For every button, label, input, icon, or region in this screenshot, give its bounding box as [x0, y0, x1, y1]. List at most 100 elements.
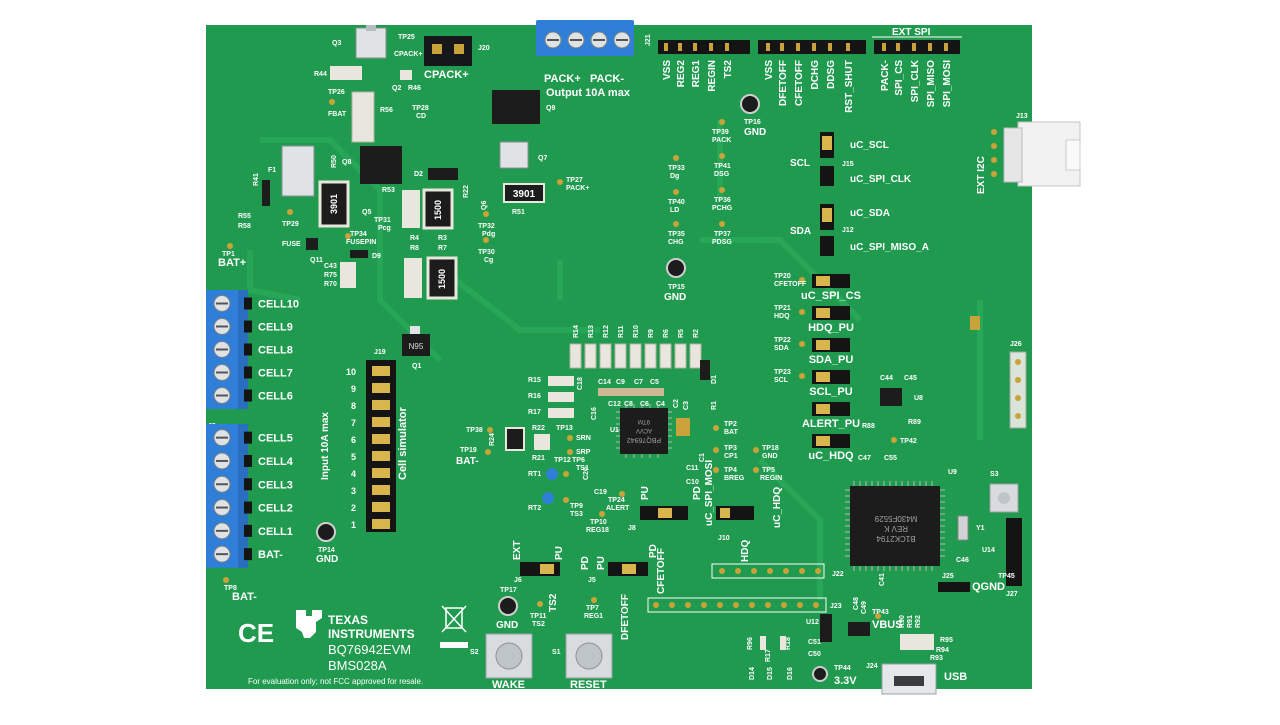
c5-label: C5	[650, 379, 659, 386]
weee-bin-icon	[441, 605, 467, 633]
r4-label: R4	[410, 235, 419, 242]
ts2-label: TS2	[548, 593, 559, 612]
q6-label: Q6	[481, 201, 488, 210]
q8-package	[360, 146, 402, 184]
j26-label: J26	[1010, 341, 1022, 348]
tp15-label: TP15	[668, 284, 685, 291]
j15-label: J15	[842, 161, 854, 168]
pd3-label: PD	[648, 544, 659, 558]
cell-sim-number: 2	[351, 503, 356, 513]
jumper-label: SDA_PU	[809, 354, 854, 366]
header-pins	[664, 43, 948, 51]
j10-label: J10	[718, 535, 730, 542]
tp41-label: TP41	[714, 163, 731, 170]
ext-label: EXT	[512, 541, 523, 560]
q2-label: Q2	[392, 85, 401, 92]
c43-label: C43	[324, 263, 337, 270]
pack-output-terminal: PACK+ PACK- Output 10A max	[536, 20, 634, 99]
afe-d1-label: D1	[711, 375, 718, 384]
fcc-notice: For evaluation only; not FCC approved fo…	[248, 677, 423, 686]
tp4-label: TP4	[724, 467, 737, 474]
tp38-label: TP38	[466, 427, 483, 434]
cell-sim-number: 6	[351, 435, 356, 445]
bat-plus-tp: TP1 BAT+	[218, 243, 246, 269]
jumper-label: HDQ_PU	[808, 322, 854, 334]
ext-i2c-connector: J13 EXT I2C	[976, 113, 1081, 194]
vbus-label: VBUS	[872, 619, 903, 631]
r15-label: R15	[528, 377, 541, 384]
cp1-label: CP1	[724, 453, 738, 460]
pack-tp-label: PACK	[712, 137, 731, 144]
u12-label: U12	[806, 619, 819, 626]
r93-label: R93	[930, 655, 943, 662]
jumper-tp-label: TP22	[774, 337, 791, 344]
cell-label: CELL4	[258, 456, 294, 468]
rt2-label: RT2	[528, 505, 541, 512]
q8-label: Q8	[342, 159, 351, 166]
header-pin-label: PACK-	[880, 60, 891, 91]
board-number-label: BMS028A	[328, 658, 387, 673]
r18-label: R18	[785, 637, 792, 650]
ce-mark: CE	[238, 618, 274, 648]
value-1500a: 1500	[433, 200, 443, 220]
c51-label: C51	[808, 639, 821, 646]
value-3901b: 3901	[513, 189, 536, 200]
tp39-label: TP39	[712, 129, 729, 136]
cd-label: CD	[416, 113, 426, 120]
header-pin-label: SPI_MOSI	[942, 60, 953, 107]
r88-label: R88	[862, 423, 875, 430]
pchg-label: PCHG	[712, 205, 733, 212]
tp34-label: TP34	[350, 231, 367, 238]
tp12-label: TP12	[554, 457, 571, 464]
tp27-label: TP27	[566, 177, 583, 184]
afe-resistor-label: R2	[693, 329, 700, 338]
tp3-label: TP3	[724, 445, 737, 452]
q1-marking: N95	[409, 342, 424, 351]
tp14: TP14 GND	[316, 522, 338, 565]
j13-label: J13	[1016, 113, 1028, 120]
gnd15-label: GND	[664, 292, 686, 303]
afe-resistor-label: R14	[573, 325, 580, 338]
c1-label: C1	[699, 453, 706, 462]
fbat-label: FBAT	[328, 111, 347, 118]
pack-plus-label: PACK+	[544, 73, 581, 85]
chg-label: CHG	[668, 239, 684, 246]
tp35-label: TP35	[668, 231, 685, 238]
r46-label: R46	[408, 85, 421, 92]
cell-sim-number: 7	[351, 418, 356, 428]
tp14-label: TP14	[318, 547, 335, 554]
uc-scl-label: uC_SCL	[850, 140, 889, 151]
c50-label: C50	[808, 651, 821, 658]
header-pin-label: SPI_CLK	[910, 59, 921, 102]
j21-label: J21	[645, 34, 652, 46]
cell-label: CELL9	[258, 322, 293, 334]
tp7-label: TP7	[586, 605, 599, 612]
d9-label: D9	[372, 253, 381, 260]
tp11-label: TP11	[530, 613, 546, 620]
tp40-label: TP40	[668, 199, 685, 206]
c47-label: C47	[858, 455, 871, 462]
j22-pins	[719, 568, 821, 574]
dg-label: Dg	[670, 173, 679, 180]
cell-label: CELL5	[258, 433, 293, 445]
r58-label: R58	[238, 223, 251, 230]
r50-label: R50	[331, 155, 338, 168]
c7-label: C7	[634, 379, 643, 386]
output-rating-label: Output 10A max	[546, 87, 631, 99]
c55-label: C55	[884, 455, 897, 462]
r92-label: R92	[915, 615, 922, 628]
tp29-label: TP29	[282, 221, 299, 228]
mcu-marking-3: B1CK2T94	[876, 534, 916, 543]
tp36-label: TP36	[714, 197, 731, 204]
reset-button[interactable]: S1 RESET	[552, 633, 613, 691]
r53-label: R53	[382, 187, 395, 194]
res-1500b	[426, 256, 458, 300]
j20-terminal	[424, 36, 472, 66]
pcg-label: Pcg	[378, 225, 391, 232]
gnd16-label: GND	[744, 127, 766, 138]
uc-sda-label: uC_SDA	[850, 208, 890, 219]
wake-button[interactable]: S2 WAKE	[470, 633, 533, 691]
tp24-label: TP24	[608, 497, 625, 504]
